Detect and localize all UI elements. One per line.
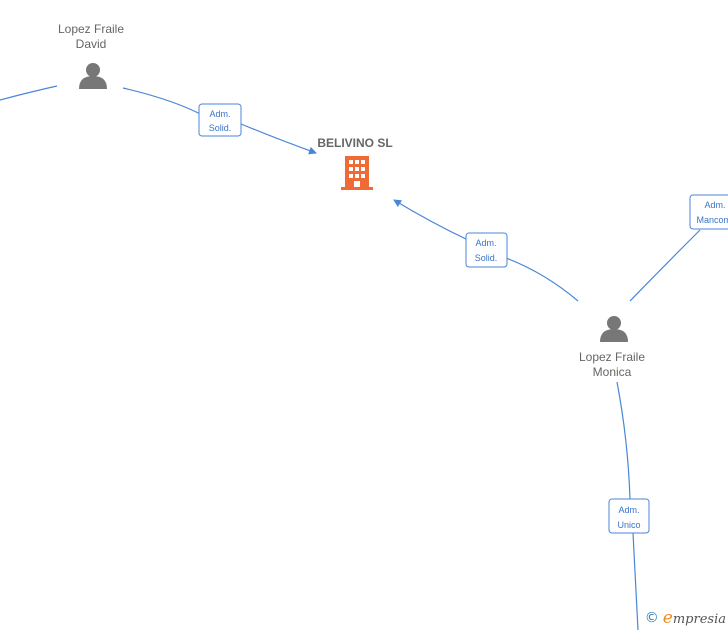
empresia-watermark: © empresia	[645, 608, 726, 628]
edge-monica-offscreen-top	[629, 229, 701, 302]
edge-monica-company	[394, 200, 579, 302]
person-name-line2: David	[76, 37, 107, 51]
role-line2: Solid.	[209, 123, 232, 133]
role-line1: Adm.	[475, 238, 496, 248]
brand-logo: empresia	[662, 608, 726, 628]
role-badge-david-company[interactable]: Adm. Solid.	[198, 103, 242, 137]
person-icon	[79, 63, 107, 89]
person-name-line1: Lopez Fraile	[579, 350, 645, 364]
role-badge-monica-company[interactable]: Adm. Solid.	[465, 232, 508, 268]
building-icon	[341, 156, 373, 190]
role-badge-monica-offscreen-top[interactable]: Adm. Mancom.	[689, 194, 728, 230]
person-name-line2: Monica	[593, 365, 632, 379]
person-icon	[600, 316, 628, 342]
role-line2: Solid.	[475, 253, 498, 263]
person-node-david[interactable]: Lopez Fraile David	[58, 22, 124, 89]
company-name: BELIVINO SL	[317, 136, 392, 150]
role-line2: Mancom.	[696, 215, 728, 225]
role-line1: Adm.	[618, 505, 639, 515]
person-name-line1: Lopez Fraile	[58, 22, 124, 36]
copyright-icon: ©	[644, 610, 659, 626]
role-line1: Adm.	[704, 200, 725, 210]
role-line2: Unico	[617, 520, 640, 530]
role-badge-monica-offscreen-bottom[interactable]: Adm. Unico	[608, 498, 650, 534]
company-node[interactable]: BELIVINO SL	[317, 136, 393, 190]
edge-monica-offscreen-bottom	[616, 381, 639, 630]
role-line1: Adm.	[209, 109, 230, 119]
edge-offscreen-david	[0, 85, 58, 101]
person-node-monica[interactable]: Lopez Fraile Monica	[579, 316, 645, 379]
